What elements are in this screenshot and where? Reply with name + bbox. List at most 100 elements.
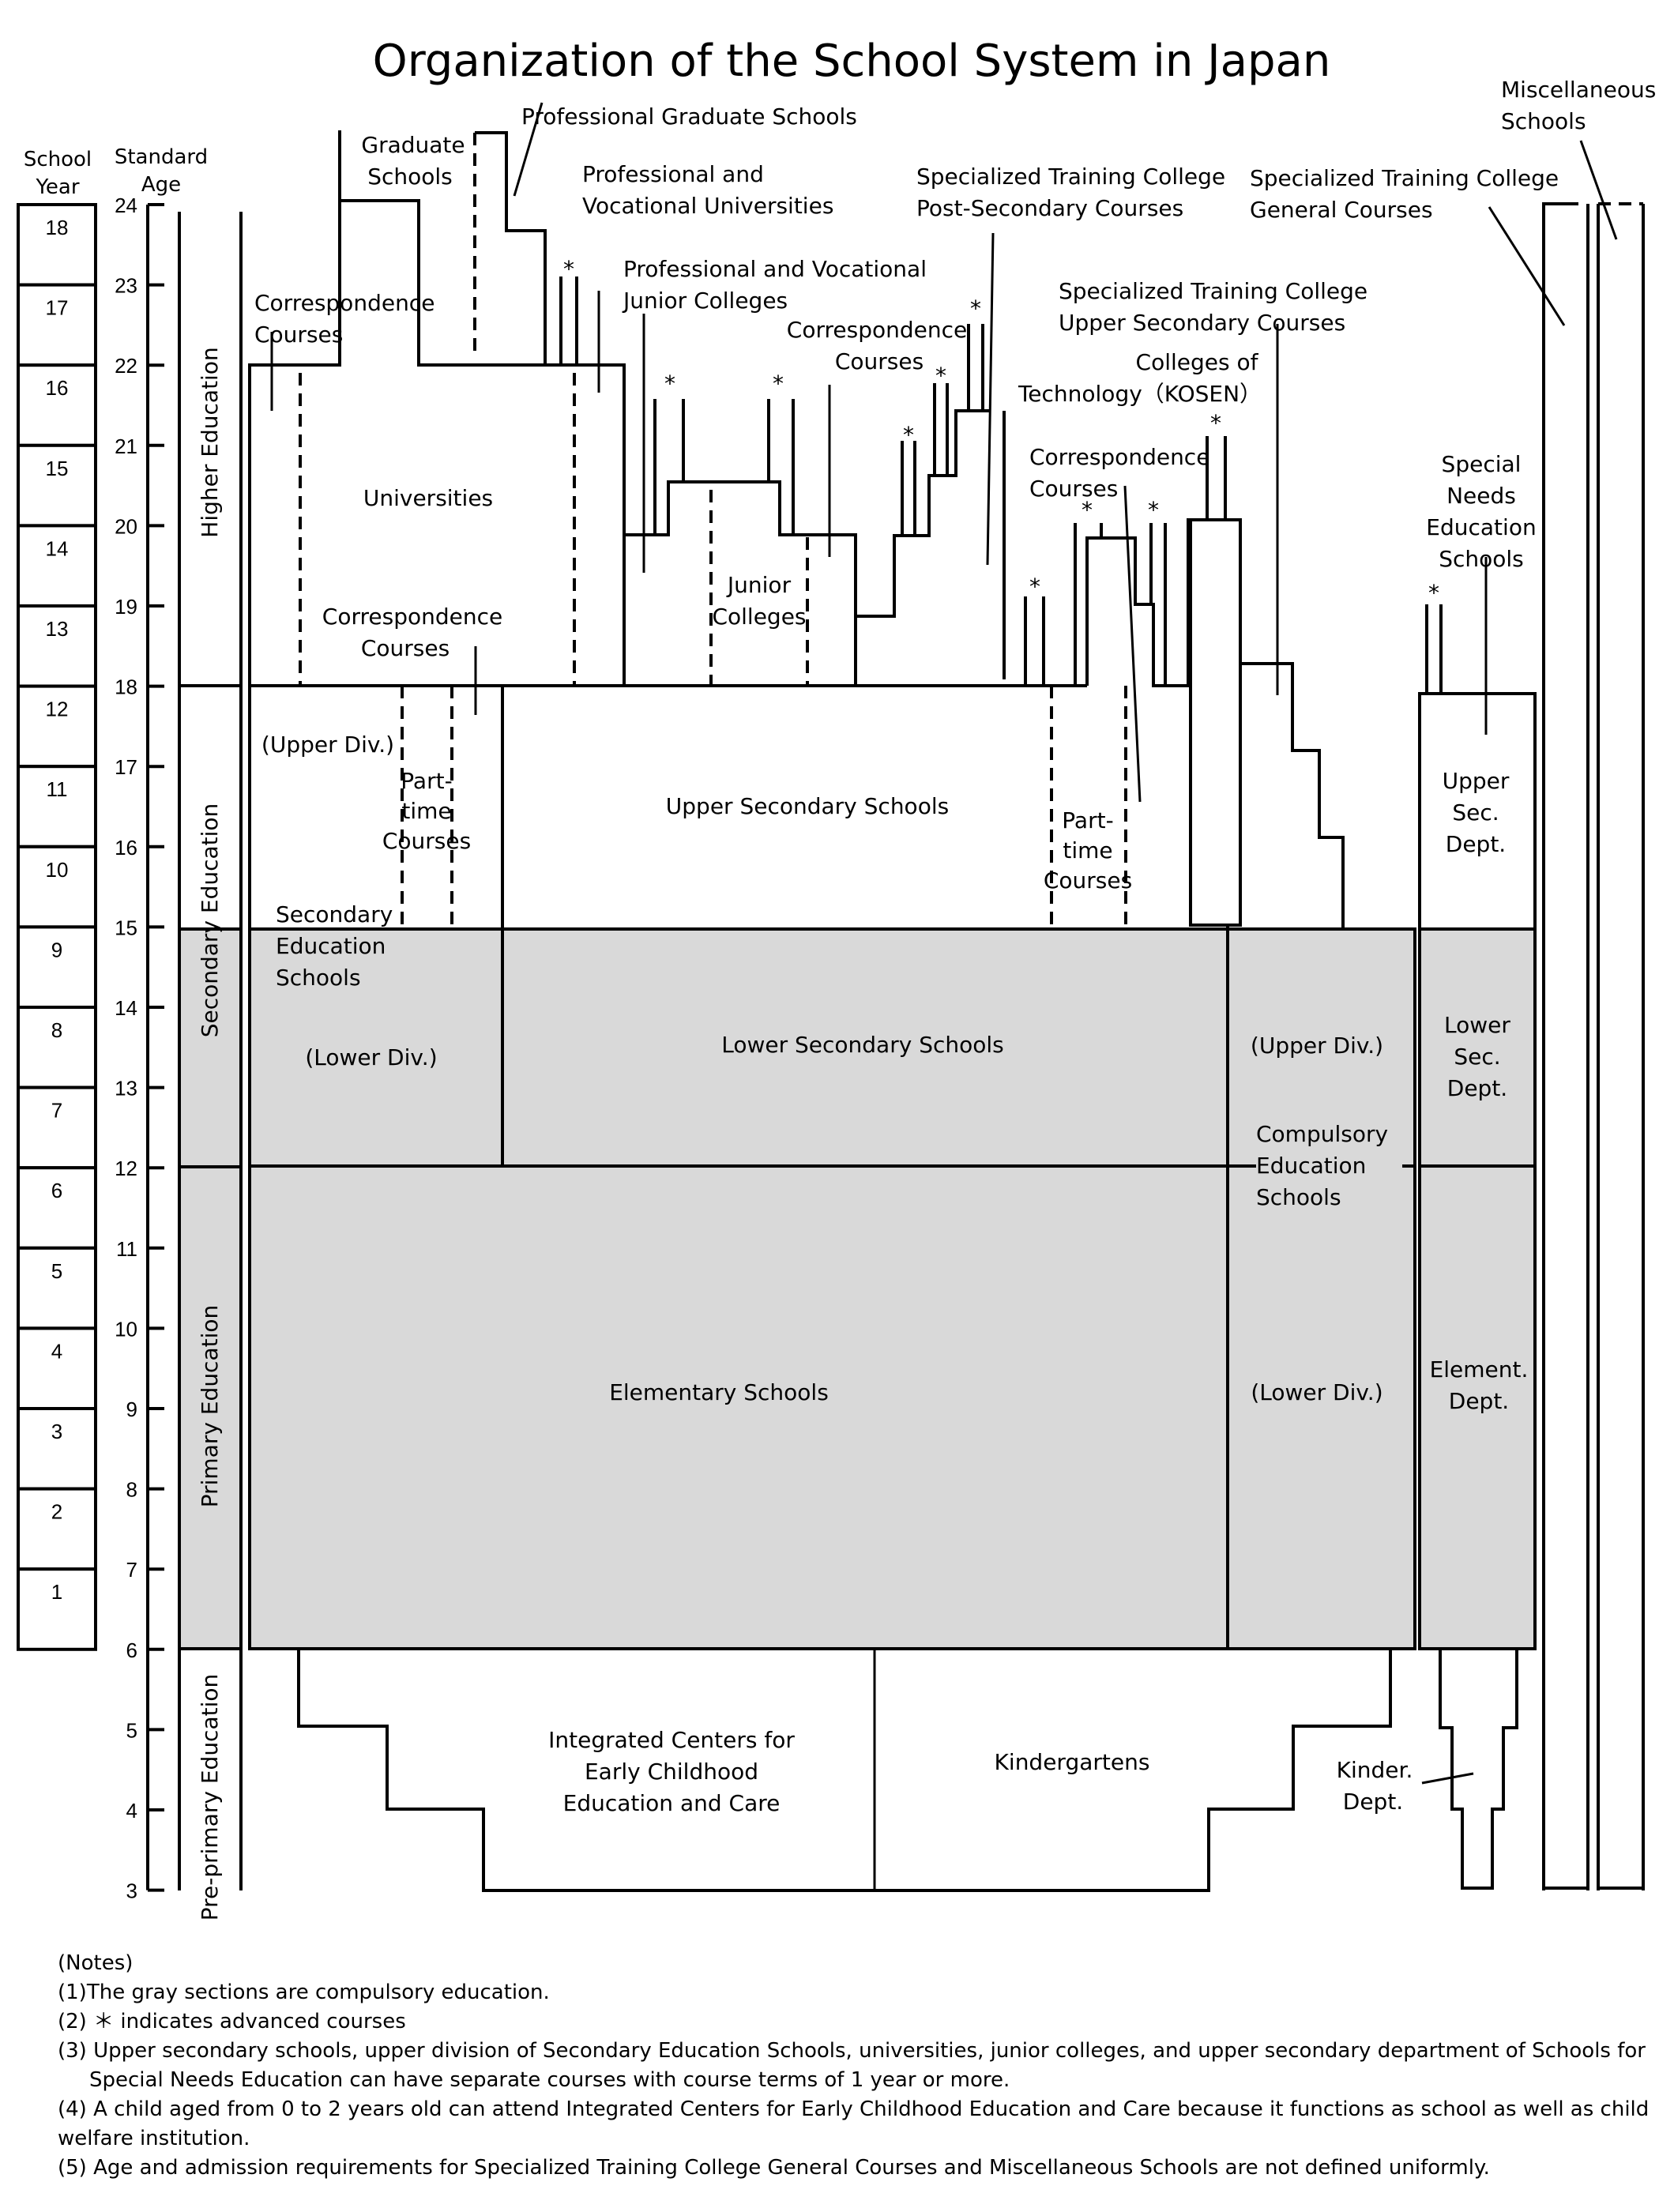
stc-general-pointer: [1488, 206, 1566, 326]
label-correspondence-univ-2: Courses: [254, 322, 343, 348]
school-year-label: 9: [51, 938, 62, 961]
label-stc-upper-secondary-2: Upper Secondary Courses: [1059, 310, 1345, 336]
label-kosen-1: Colleges of: [1136, 349, 1259, 375]
label-elementary-schools: Elementary Schools: [609, 1379, 829, 1405]
note-1: (1)The gray sections are compulsory educ…: [58, 1981, 550, 2004]
kosen-block: [1189, 518, 1242, 927]
standard-age-header: Standard Age: [115, 145, 208, 197]
elementary-schools-block: [248, 1164, 1229, 1650]
stage-higher-education: Higher Education: [197, 347, 223, 537]
age-tick-label: 15: [115, 916, 137, 939]
label-correspondence-jc-2: Courses: [835, 348, 924, 374]
label-compulsory-upper-div: (Upper Div.): [1251, 1033, 1383, 1059]
correspondence-pointer-upper-sec: [1123, 485, 1142, 803]
special-needs-upper-sec-dept-block: [1418, 692, 1537, 931]
school-year-cell: [17, 1006, 97, 1089]
school-year-label: 13: [46, 617, 69, 641]
age-tick-label: 22: [115, 354, 137, 378]
school-year-cell: [17, 1567, 97, 1651]
age-tick-label: 20: [115, 514, 137, 538]
age-tick-label: 13: [115, 1077, 137, 1100]
school-year-label: 4: [51, 1339, 62, 1363]
school-year-header-line1: School: [24, 148, 92, 171]
special-needs-element-dept-block: [1418, 1164, 1537, 1650]
school-year-header-line2: Year: [35, 175, 79, 199]
age-tick-label: 10: [115, 1317, 137, 1341]
lower-secondary-schools-block: [501, 927, 1229, 1168]
school-year-cell: [17, 925, 97, 1010]
advanced-course-asterisk: *: [1082, 497, 1093, 523]
notes: (Notes) (1)The gray sections are compuls…: [58, 1951, 1649, 2180]
label-integrated-centers-2: Early Childhood: [585, 1759, 758, 1785]
school-year-label: 10: [46, 858, 69, 882]
label-junior-colleges-2: Colleges: [712, 604, 806, 630]
label-part-time-2c: Courses: [1044, 867, 1132, 893]
label-part-time-1b: time: [401, 798, 451, 824]
label-stc-upper-secondary-1: Specialized Training College: [1059, 278, 1367, 304]
label-secondary-education-schools-2: Education: [276, 933, 386, 959]
stage-secondary-education: Secondary Education: [197, 803, 223, 1038]
stage-preprimary-education: Pre-primary Education: [197, 1674, 223, 1921]
label-upper-div: (Upper Div.): [261, 732, 394, 758]
school-year-cell: [17, 1246, 97, 1330]
stc-general-left: [1542, 202, 1578, 1890]
label-lower-sec-dept-3: Dept.: [1447, 1075, 1507, 1101]
advanced-course-markers: ***********: [563, 256, 1439, 606]
label-lower-div: (Lower Div.): [305, 1044, 437, 1070]
label-secondary-education-schools-1: Secondary: [276, 901, 393, 927]
misc-schools-pointer: [1579, 140, 1618, 240]
label-correspondence-univ-1: Correspondence: [254, 290, 434, 316]
label-element-dept-2: Dept.: [1449, 1388, 1509, 1414]
label-correspondence-jc-1: Correspondence: [787, 317, 967, 343]
age-tick-label: 3: [126, 1879, 137, 1903]
label-kindergartens: Kindergartens: [995, 1749, 1150, 1775]
advanced-course-asterisk: *: [664, 371, 675, 397]
note-3-cont: Special Needs Education can have separat…: [89, 2068, 1010, 2092]
school-year-label: 7: [51, 1099, 62, 1123]
label-graduate-schools-2: Schools: [367, 164, 453, 190]
labels: Graduate Schools Professional Graduate S…: [254, 77, 1656, 1816]
age-tick-label: 12: [115, 1157, 137, 1180]
junior-colleges-outline: [624, 480, 857, 686]
school-year-label: 11: [47, 777, 68, 801]
diagram-title: Organization of the School System in Jap…: [373, 36, 1331, 87]
age-tick-label: 21: [115, 434, 137, 458]
compulsory-blocks: [248, 927, 1537, 1650]
label-correspondence-upper-sec-1: Correspondence: [1029, 444, 1209, 470]
label-secondary-education-schools-3: Schools: [276, 965, 361, 991]
school-year-label: 8: [51, 1018, 62, 1042]
label-special-needs-3: Education: [1426, 514, 1536, 540]
label-graduate-schools-1: Graduate: [361, 132, 465, 158]
label-misc-schools-1: Miscellaneous: [1501, 77, 1656, 103]
school-year-cell: [17, 1407, 97, 1491]
secondary-education-label-bg: [272, 908, 384, 927]
label-stc-general-2: General Courses: [1250, 197, 1433, 223]
advanced-course-asterisk: *: [1148, 497, 1159, 523]
label-upper-secondary-schools: Upper Secondary Schools: [666, 793, 949, 819]
age-tick-label: 23: [115, 274, 137, 298]
age-tick-label: 9: [126, 1398, 137, 1421]
school-year-cell: [17, 1487, 97, 1571]
school-year-cell: [17, 443, 97, 528]
note-4-cont: welfare institution.: [58, 2127, 250, 2150]
kinder-dept-pointer: [1421, 1772, 1474, 1785]
notes-header: (Notes): [58, 1951, 133, 1975]
school-year-label: 18: [46, 216, 69, 239]
age-tick-label: 14: [115, 996, 137, 1020]
compulsory-education-schools-block: [1226, 927, 1416, 1650]
label-prof-voc-jc-1: Professional and Vocational: [623, 256, 927, 282]
preprimary-level: [297, 1649, 1518, 1892]
upper-secondary-level: [248, 436, 1537, 931]
integrated-centers-outline: [297, 1649, 875, 1892]
label-correspondence-upper-2: Courses: [361, 635, 450, 661]
label-compulsory-education-schools-1: Compulsory: [1256, 1121, 1388, 1147]
advanced-course-asterisk: *: [935, 363, 946, 389]
label-prof-voc-jc-2: Junior Colleges: [622, 288, 788, 314]
age-tick-label: 16: [115, 836, 137, 860]
advanced-course-asterisk: *: [903, 422, 914, 448]
label-stc-general-1: Specialized Training College: [1250, 165, 1559, 191]
universities-outline: [248, 199, 626, 686]
label-upper-sec-dept-2: Sec.: [1452, 799, 1499, 826]
